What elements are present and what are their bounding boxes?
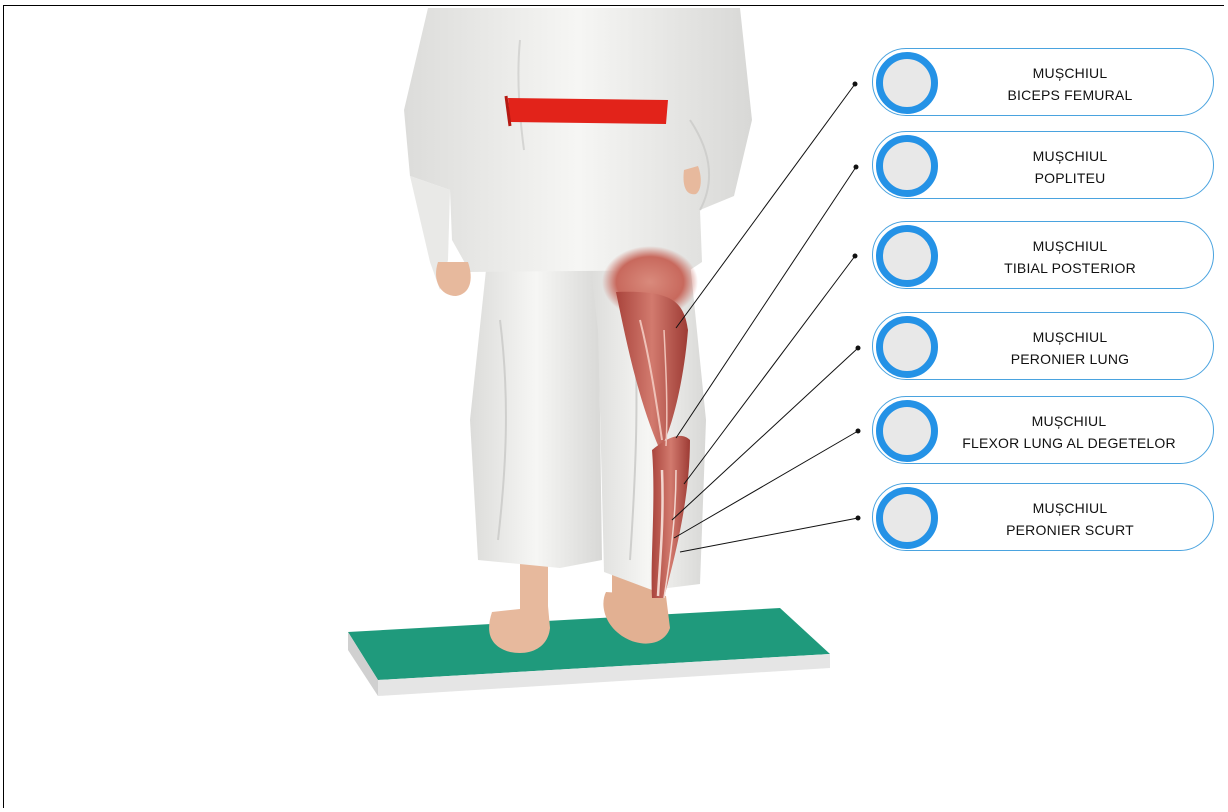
label-line2: FLEXOR LUNG AL DEGETELOR xyxy=(929,432,1209,454)
label-marker-circle xyxy=(876,52,938,114)
red-belt xyxy=(506,96,668,126)
label-tibial-posterior: MUȘCHIUL TIBIAL POSTERIOR xyxy=(872,221,1214,289)
label-line1: MUȘCHIUL xyxy=(935,235,1205,257)
label-line1: MUȘCHIUL xyxy=(935,497,1205,519)
label-line2: PERONIER SCURT xyxy=(935,519,1205,541)
label-peronier-lung: MUȘCHIUL PERONIER LUNG xyxy=(872,312,1214,380)
label-line2: POPLITEU xyxy=(935,167,1205,189)
label-line1: MUȘCHIUL xyxy=(929,410,1209,432)
label-marker-circle xyxy=(876,487,938,549)
label-peronier-scurt: MUȘCHIUL PERONIER SCURT xyxy=(872,483,1214,551)
label-popliteu: MUȘCHIUL POPLITEU xyxy=(872,131,1214,199)
label-line2: TIBIAL POSTERIOR xyxy=(935,257,1205,279)
training-mat xyxy=(348,608,830,696)
label-biceps-femoral: MUȘCHIUL BICEPS FEMURAL xyxy=(872,48,1214,116)
label-line2: PERONIER LUNG xyxy=(935,348,1205,370)
label-line1: MUȘCHIUL xyxy=(935,62,1205,84)
gi-jacket xyxy=(404,8,752,290)
label-marker-circle xyxy=(876,135,938,197)
label-flexor-lung-degetelor: MUȘCHIUL FLEXOR LUNG AL DEGETELOR xyxy=(872,396,1214,464)
leader-dots xyxy=(853,82,861,521)
label-line2: BICEPS FEMURAL xyxy=(935,84,1205,106)
label-line1: MUȘCHIUL xyxy=(935,145,1205,167)
label-marker-circle xyxy=(876,316,938,378)
label-marker-circle xyxy=(876,225,938,287)
label-line1: MUȘCHIUL xyxy=(935,326,1205,348)
